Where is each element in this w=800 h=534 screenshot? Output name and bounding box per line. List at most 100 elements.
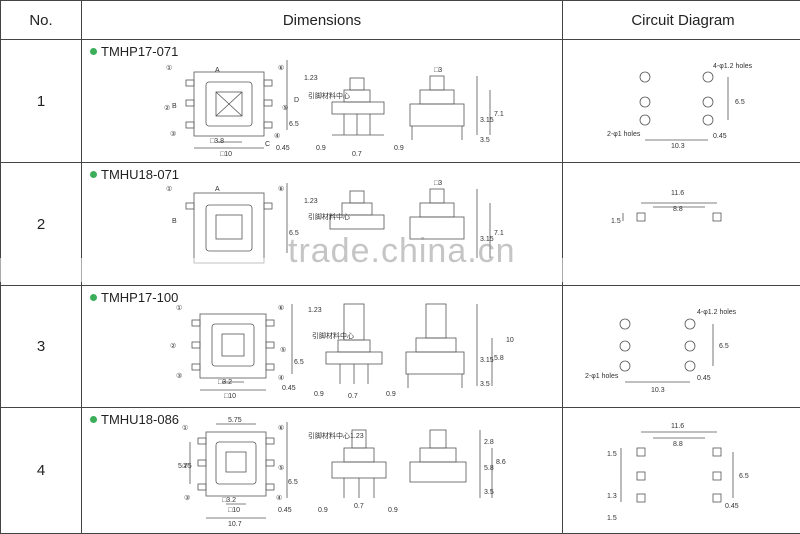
- row-number: 3: [1, 286, 82, 408]
- svg-text:1.5: 1.5: [611, 218, 621, 225]
- svg-text:0.45: 0.45: [282, 385, 296, 392]
- circuit-cell: 11.6 8.8 1.5 1.3 1.5 6.5 0.45: [563, 408, 800, 534]
- svg-text:0.7: 0.7: [354, 503, 364, 510]
- dimensions-cell: TMHP17-100 ①: [82, 286, 563, 408]
- circuit-diagram: 4-φ1.2 holes 2-φ1 holes 6.5 10.3 0.45: [563, 286, 800, 408]
- svg-text:引脚材料中心: 引脚材料中心: [308, 91, 350, 100]
- svg-text:4-φ1.2 holes: 4-φ1.2 holes: [697, 309, 737, 316]
- svg-text:⑥: ⑥: [278, 424, 284, 432]
- svg-text:0.9: 0.9: [318, 507, 328, 514]
- svg-text:0.45: 0.45: [725, 503, 739, 510]
- svg-text:3.15: 3.15: [480, 357, 494, 364]
- svg-text:①: ①: [182, 424, 188, 432]
- svg-text:0.45: 0.45: [697, 375, 711, 382]
- svg-text:0.9: 0.9: [314, 391, 324, 398]
- svg-text:1.23: 1.23: [304, 75, 318, 82]
- svg-text:□3.2: □3.2: [218, 379, 232, 386]
- svg-text:□10: □10: [224, 393, 236, 400]
- svg-text:0.9: 0.9: [386, 391, 396, 398]
- circuit-diagram: 4-φ1.2 holes 2-φ1 holes 6.5 10.3 0.45: [563, 40, 800, 163]
- svg-text:11.6: 11.6: [671, 423, 684, 430]
- svg-text:引脚材料中心: 引脚材料中心: [312, 331, 354, 340]
- svg-text:11.6: 11.6: [671, 190, 684, 197]
- watermark: trade.china.cn: [288, 232, 516, 271]
- svg-text:0.45: 0.45: [276, 145, 290, 152]
- svg-text:①: ①: [166, 64, 172, 72]
- svg-text:1.5: 1.5: [607, 451, 617, 458]
- svg-text:0.45: 0.45: [278, 507, 292, 514]
- svg-text:5.8: 5.8: [484, 465, 494, 472]
- dimensions-cell: TMHU18-086: [82, 408, 563, 534]
- header-dimensions: Dimensions: [82, 1, 563, 40]
- svg-text:0.45: 0.45: [713, 133, 727, 140]
- svg-text:A: A: [215, 67, 220, 74]
- row-number: 4: [1, 408, 82, 534]
- svg-text:⑤: ⑤: [278, 464, 284, 472]
- svg-text:⑥: ⑥: [278, 64, 284, 72]
- svg-text:1.5: 1.5: [607, 515, 617, 522]
- circuit-diagram: 11.6 8.8 1.5 1.3 1.5 6.5 0.45: [563, 408, 800, 534]
- svg-text:②: ②: [182, 462, 188, 470]
- svg-text:0.7: 0.7: [352, 151, 362, 158]
- svg-text:3.15: 3.15: [480, 117, 494, 124]
- row-number: 1: [1, 40, 82, 163]
- svg-text:⑥: ⑥: [278, 304, 284, 312]
- svg-text:6.5: 6.5: [739, 473, 749, 480]
- svg-text:□10: □10: [228, 507, 240, 514]
- svg-text:5.75: 5.75: [228, 417, 242, 424]
- header-no: No.: [1, 1, 82, 40]
- svg-text:③: ③: [176, 372, 182, 380]
- table-row: 3 TMHP17-100: [1, 286, 800, 408]
- circuit-cell: 4-φ1.2 holes 2-φ1 holes 6.5 10.3 0.45: [563, 286, 800, 408]
- svg-text:8.8: 8.8: [673, 441, 683, 448]
- svg-text:□3: □3: [434, 180, 442, 187]
- svg-text:6.5: 6.5: [735, 99, 745, 106]
- svg-text:7.1: 7.1: [494, 111, 504, 118]
- svg-text:1.23: 1.23: [308, 307, 322, 314]
- svg-text:8.8: 8.8: [673, 206, 683, 213]
- table-row: 4 TMHU18-086: [1, 408, 800, 534]
- svg-text:□3.8: □3.8: [210, 138, 224, 145]
- svg-text:A: A: [215, 186, 220, 193]
- svg-text:①: ①: [176, 304, 182, 312]
- svg-text:6.5: 6.5: [294, 359, 304, 366]
- svg-text:⑥: ⑥: [278, 185, 284, 193]
- table-row: 1 TMHP17-071: [1, 40, 800, 163]
- svg-text:4-φ1.2 holes: 4-φ1.2 holes: [713, 63, 753, 70]
- svg-text:1.23: 1.23: [304, 198, 318, 205]
- svg-text:6.5: 6.5: [719, 343, 729, 350]
- svg-text:④: ④: [274, 132, 280, 140]
- svg-text:□3.2: □3.2: [222, 497, 236, 504]
- circuit-cell: 4-φ1.2 holes 2-φ1 holes 6.5 10.3 0.45: [563, 40, 800, 163]
- svg-text:10.7: 10.7: [228, 521, 242, 528]
- dimensions-cell: TMHP17-071: [82, 40, 563, 163]
- svg-text:3.5: 3.5: [480, 381, 490, 388]
- svg-text:0.9: 0.9: [316, 145, 326, 152]
- svg-text:D: D: [294, 97, 299, 104]
- svg-text:8.6: 8.6: [496, 459, 506, 466]
- svg-text:1.3: 1.3: [607, 493, 617, 500]
- svg-text:6.5: 6.5: [288, 479, 298, 486]
- svg-text:10.3: 10.3: [671, 143, 685, 150]
- svg-text:2.8: 2.8: [484, 439, 494, 446]
- svg-text:2-φ1 holes: 2-φ1 holes: [585, 373, 619, 380]
- svg-text:④: ④: [276, 494, 282, 502]
- dimension-drawing: 5.75 5.75 ① ② ③ ④ ⑤ ⑥ □3.2 □10 10.7 6.5 …: [82, 408, 562, 534]
- svg-text:5.8: 5.8: [494, 355, 504, 362]
- svg-text:3.5: 3.5: [484, 489, 494, 496]
- svg-text:引脚材料中心: 引脚材料中心: [308, 212, 350, 221]
- svg-text:10: 10: [506, 337, 514, 344]
- svg-text:2-φ1 holes: 2-φ1 holes: [607, 131, 641, 138]
- dimension-drawing: ① ② ③ ④ ⑤ ⑥ □3.2 □10 1.23 6.5 0.45 0.9 0…: [82, 286, 562, 408]
- svg-text:□3: □3: [434, 67, 442, 74]
- header-circuit-diagram: Circuit Diagram: [563, 1, 800, 40]
- svg-text:④: ④: [278, 374, 284, 382]
- svg-text:□10: □10: [220, 151, 232, 158]
- svg-text:0.9: 0.9: [388, 507, 398, 514]
- svg-text:②: ②: [164, 104, 170, 112]
- svg-text:②: ②: [170, 342, 176, 350]
- svg-text:⑤: ⑤: [282, 104, 288, 112]
- svg-text:C: C: [265, 141, 270, 148]
- svg-text:①: ①: [166, 185, 172, 193]
- svg-text:③: ③: [184, 494, 190, 502]
